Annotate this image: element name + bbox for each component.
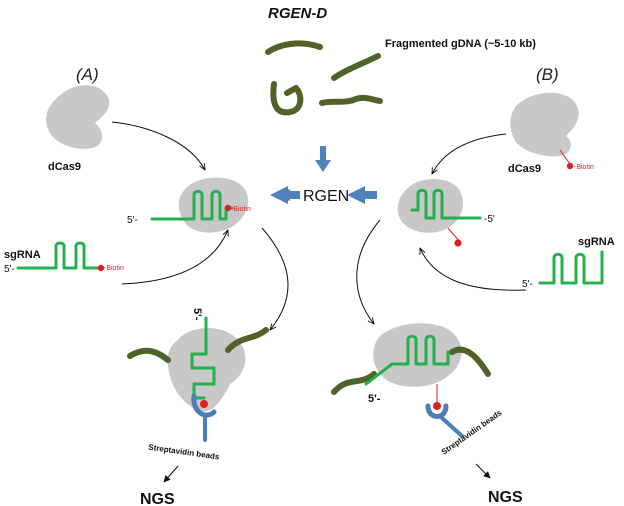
five-prime-capture-b: 5'- [368, 393, 381, 405]
panel-label-b: (B) [536, 65, 559, 84]
streptavidin-label-right: Streptavidin beads [440, 408, 504, 457]
fragmented-gdna [265, 40, 383, 116]
rgen-arrows [270, 146, 377, 204]
streptavidin-label-left: Streptavidin beads [148, 443, 221, 462]
sgrna-left [16, 241, 105, 272]
rgen-label: RGEN [303, 188, 349, 205]
dcas9-label-right: dCas9 [508, 163, 541, 175]
sgrna-right [538, 250, 604, 285]
sgrna-label-right: sgRNA [578, 236, 615, 248]
dcas9-protein-right [510, 92, 579, 170]
sgrna-label-left: sgRNA [4, 249, 41, 261]
biotin-label-complex-a: -Biotin [231, 206, 251, 213]
five-prime-complex-b: -5' [484, 214, 495, 225]
five-prime-sgrna-right: 5'- [522, 279, 533, 290]
five-prime-complex-a: 5'- [127, 215, 138, 226]
ngs-label-right: NGS [488, 489, 523, 506]
biotin-label-dcas9-right: -Biotin [574, 164, 594, 171]
gdna-label: Fragmented gDNA (~5-10 kb) [385, 38, 536, 50]
dcas9-label-left: dCas9 [48, 161, 81, 173]
complex-a [150, 177, 249, 233]
ngs-label-left: NGS [140, 491, 175, 506]
five-prime-capture-a: 5'- [191, 308, 203, 321]
capture-b [331, 323, 491, 438]
dcas9-protein-left [46, 85, 110, 149]
complex-b [397, 179, 482, 247]
diagram-title: RGEN-D [268, 5, 327, 22]
capture-a [127, 316, 269, 442]
biotin-label-sgrna-left: -Biotin [104, 265, 124, 272]
panel-label-a: (A) [76, 65, 99, 84]
five-prime-sgrna-left: 5'- [4, 264, 15, 275]
